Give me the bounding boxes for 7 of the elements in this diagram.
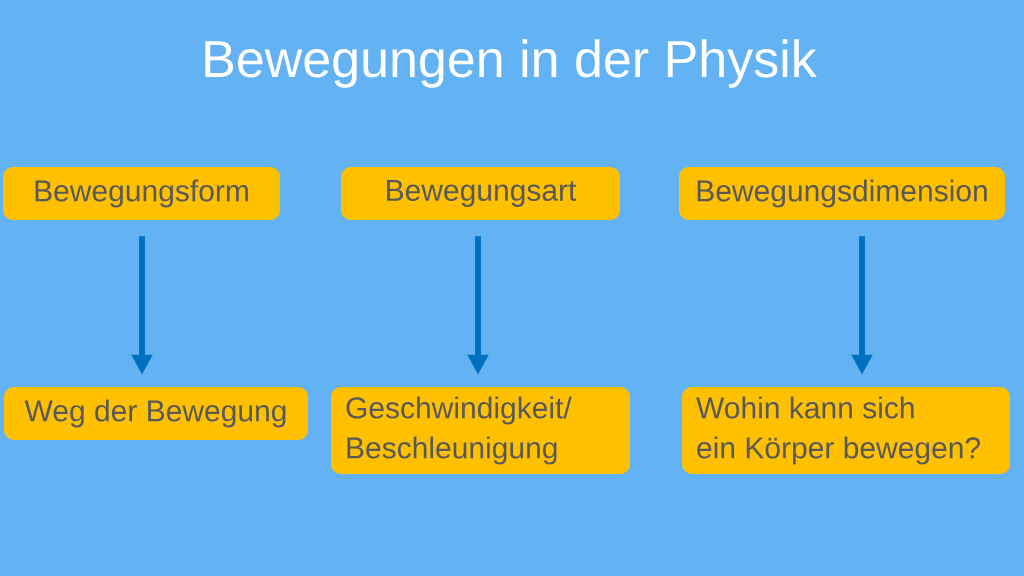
text-box: Wohin kann sich ein Körper bewegen? [682,387,1010,474]
text-box: Weg der Bewegung [4,387,308,440]
heading-box: Bewegungsform [3,167,280,220]
text-box: Geschwindigkeit/ Beschleunigung [331,387,630,474]
heading-box: Bewegungsart [341,167,620,220]
title: Bewegungen in der Physik [205,39,817,88]
heading-box: Bewegungsdimension [679,167,1005,220]
